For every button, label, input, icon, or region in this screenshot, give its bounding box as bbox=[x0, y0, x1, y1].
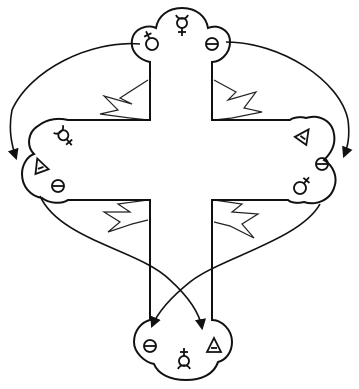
ray-upper-left bbox=[100, 80, 148, 120]
ray-lower-left bbox=[104, 200, 148, 232]
ray-lower-right bbox=[214, 200, 258, 238]
ray-upper-right bbox=[214, 80, 262, 120]
cross-outline bbox=[22, 8, 336, 380]
cross-shape bbox=[22, 8, 336, 380]
